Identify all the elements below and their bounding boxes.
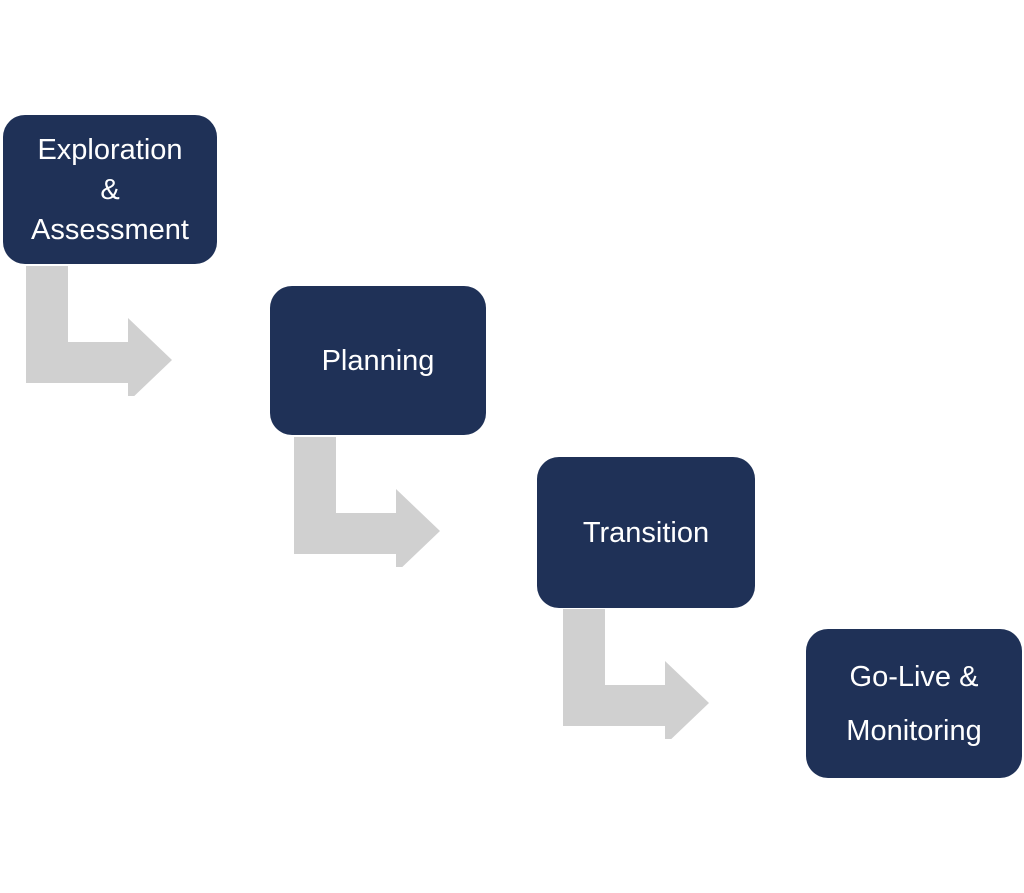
bent-arrow-right-icon (294, 437, 440, 567)
bent-arrow-right-icon (26, 266, 172, 396)
step-3-line-1: Transition (582, 516, 710, 549)
step-1-line-2: & (100, 173, 120, 206)
step-go-live-monitoring: Go-Live & Monitoring (806, 629, 1022, 778)
step-exploration-assessment: Exploration & Assessment (3, 115, 217, 264)
step-1-line-3: Assessment (31, 213, 189, 246)
step-1-line-1: Exploration (37, 133, 183, 166)
step-4-line-1: Go-Live & (849, 660, 979, 693)
step-4-line-2: Monitoring (846, 714, 982, 747)
step-transition: Transition (537, 457, 755, 608)
step-2-line-1: Planning (321, 344, 435, 377)
bent-arrow-right-icon (563, 609, 709, 739)
step-planning: Planning (270, 286, 486, 435)
